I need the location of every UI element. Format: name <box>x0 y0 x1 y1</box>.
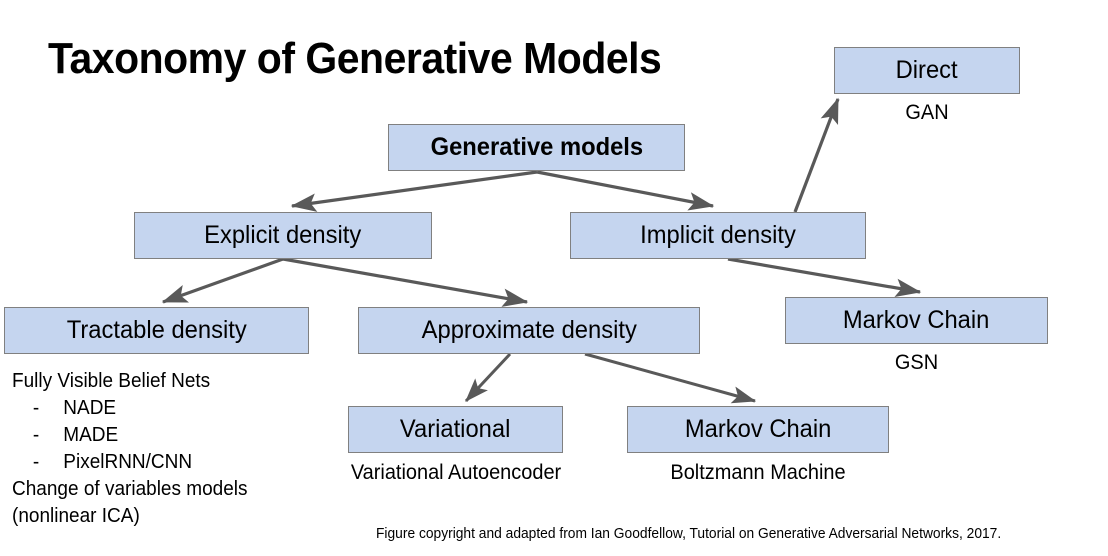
node-markov-chain-approximate-label: Markov Chain <box>684 415 832 443</box>
node-direct[interactable]: Direct <box>834 47 1020 94</box>
node-direct-label: Direct <box>895 56 959 84</box>
node-variational-label: Variational <box>400 415 511 443</box>
node-markov-chain-implicit-label: Markov Chain <box>843 306 990 334</box>
node-generative-models-label: Generative models <box>430 133 643 161</box>
node-approximate-density[interactable]: Approximate density <box>358 307 700 354</box>
list-item-label: MADE <box>63 424 119 446</box>
edge-explicit-to-tractable <box>161 257 284 304</box>
list-item-label: NADE <box>63 397 117 419</box>
dash-bullet: - <box>32 397 40 419</box>
caption-markov-chain-gsn: GSN <box>894 351 939 374</box>
caption-direct-gan: GAN <box>905 101 949 124</box>
node-implicit-density-label: Implicit density <box>640 221 796 249</box>
dash-bullet: - <box>32 424 40 446</box>
page-title: Taxonomy of Generative Models <box>48 34 662 83</box>
notes-heading: Fully Visible Belief Nets <box>12 370 211 392</box>
node-variational[interactable]: Variational <box>348 406 563 453</box>
node-explicit-density[interactable]: Explicit density <box>134 212 432 259</box>
edge-approximate-to-markov-chain <box>584 352 757 404</box>
node-tractable-density[interactable]: Tractable density <box>4 307 309 354</box>
notes-tail-line-1: Change of variables models <box>12 478 248 500</box>
node-implicit-density[interactable]: Implicit density <box>570 212 866 259</box>
edge-implicit-to-direct <box>793 97 840 213</box>
node-markov-chain-approximate[interactable]: Markov Chain <box>627 406 889 453</box>
list-item: - NADE <box>12 395 248 422</box>
figure-credit: Figure copyright and adapted from Ian Go… <box>376 525 1002 542</box>
edge-implicit-to-markov-chain <box>727 257 922 298</box>
dash-bullet: - <box>32 451 40 473</box>
node-tractable-density-label: Tractable density <box>66 316 247 344</box>
tractable-density-notes: Fully Visible Belief Nets - NADE - MADE - P… <box>12 368 248 530</box>
list-item-label: PixelRNN/CNN <box>63 451 193 473</box>
list-item: - MADE <box>12 422 248 449</box>
node-generative-models[interactable]: Generative models <box>388 124 685 171</box>
notes-tail-line-2: (nonlinear ICA) <box>12 505 140 527</box>
node-approximate-density-label: Approximate density <box>421 316 637 344</box>
edge-explicit-to-approximate <box>282 257 529 307</box>
list-item: - PixelRNN/CNN <box>12 449 248 476</box>
caption-boltzmann-machine: Boltzmann Machine <box>670 461 846 484</box>
node-markov-chain-implicit[interactable]: Markov Chain <box>785 297 1048 344</box>
edge-generative-to-explicit <box>290 170 538 212</box>
edge-generative-to-implicit <box>536 170 715 211</box>
edge-approximate-to-variational <box>464 352 512 403</box>
caption-variational-autoencoder: Variational Autoencoder <box>350 461 562 484</box>
node-explicit-density-label: Explicit density <box>204 221 362 249</box>
